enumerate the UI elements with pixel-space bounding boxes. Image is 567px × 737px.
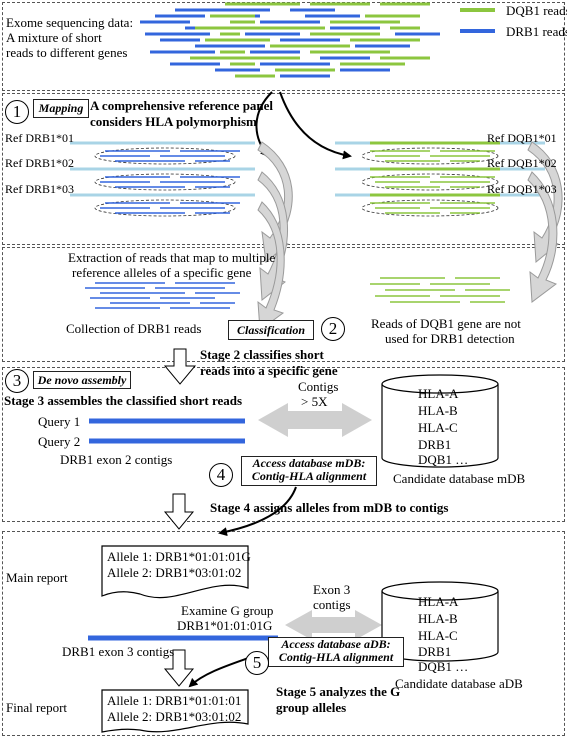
read-cluster — [94, 173, 236, 191]
stage5-caption-line-1: Stage 5 analyzes the G — [276, 684, 401, 699]
adb-item-drb1: DRB1 — [418, 644, 452, 659]
stage-2-circle: 2 — [321, 317, 345, 341]
examine-g-group-line-1: Examine G group — [181, 603, 274, 618]
access-adb-line-1: Access database aDB: — [281, 637, 391, 651]
adb-item-hla-c: HLA-C — [418, 628, 458, 643]
stage5-caption-line-2: group alleles — [276, 700, 347, 715]
ref-dqb1-03-label: Ref DQB1*03 — [487, 182, 557, 196]
stage-3-circle: 3 — [5, 369, 29, 393]
stage2-caption-line-2: reads into a specific gene — [200, 363, 338, 378]
adb-item-hla-b: HLA-B — [418, 611, 458, 626]
ref-drb1-03-label: Ref DRB1*03 — [5, 182, 74, 196]
ref-drb1-01-label: Ref DRB1*01 — [5, 131, 74, 145]
dqb1-unused-line-2: used for DRB1 detection — [385, 331, 515, 346]
mdb-item-dqb1: DQB1 … — [418, 452, 469, 467]
ref-dqb1-01-label: Ref DQB1*01 — [487, 131, 557, 145]
adb-item-dqb1: DQB1 … — [418, 659, 469, 674]
stage3-caption: Stage 3 assembles the classified short r… — [4, 393, 243, 408]
read-cluster — [361, 147, 499, 165]
exon2-contigs-label: DRB1 exon 2 contigs — [60, 452, 173, 467]
final-report-label: Final report — [6, 700, 68, 715]
down-arrow-stage2 — [163, 348, 197, 385]
stage-frame-reports — [2, 531, 565, 736]
final-report-doc — [101, 689, 249, 733]
down-arrow-stage4 — [163, 493, 195, 530]
adb-item-hla-a: HLA-A — [418, 594, 459, 609]
extraction-line-1: Extraction of reads that map to multiple — [68, 250, 276, 265]
final-report-allele-2: Allele 2: DRB1*03:01:02 — [107, 709, 242, 724]
mapping-caption-line-2: considers HLA polymorphism — [90, 114, 257, 129]
access-adb-line-2: Contig-HLA alignment — [278, 650, 394, 664]
intro-line-1: Exome sequencing data: — [6, 15, 134, 30]
query-1-label: Query 1 — [38, 414, 81, 429]
stage-5-circle: 5 — [245, 651, 269, 675]
intro-line-2: A mixture of short — [6, 30, 102, 45]
stage-1-circle: 1 — [5, 100, 29, 124]
mdb-item-hla-a: HLA-A — [418, 386, 459, 401]
read-cluster — [94, 199, 236, 217]
adb-name: Candidate database aDB — [395, 676, 523, 691]
collection-label: Collection of DRB1 reads — [66, 321, 202, 336]
stage2-caption-line-1: Stage 2 classifies short — [200, 347, 324, 362]
read-cluster — [94, 147, 236, 165]
ref-drb1-02-label: Ref DRB1*02 — [5, 156, 74, 170]
main-report-label: Main report — [6, 570, 68, 585]
ref-dqb1-02-label: Ref DQB1*02 — [487, 156, 557, 170]
mdb-name: Candidate database mDB — [393, 471, 526, 486]
mdb-item-hla-c: HLA-C — [418, 420, 458, 435]
de-novo-assembly-box: De novo assembly — [33, 371, 131, 389]
down-arrow-stage5 — [163, 649, 195, 687]
legend-lines — [460, 8, 495, 33]
stage4-curved-arrow — [218, 486, 297, 537]
access-adb-box: Access database aDB: Contig-HLA alignmen… — [268, 637, 404, 667]
final-report-allele-1: Allele 1: DRB1*01:01:01 — [107, 693, 242, 708]
mdb-item-hla-b: HLA-B — [418, 403, 458, 418]
read-cluster — [361, 199, 499, 217]
main-report-allele-1: Allele 1: DRB1*01:01:01G — [107, 549, 251, 564]
access-mdb-line-2: Contig-HLA alignment — [251, 469, 367, 483]
examine-g-group-line-2: DRB1*01:01:01G — [177, 618, 273, 633]
read-cluster — [361, 173, 499, 191]
query-2-label: Query 2 — [38, 434, 81, 449]
access-mdb-line-1: Access database mDB: — [252, 456, 366, 470]
ref-dqb1-alignments — [335, 141, 545, 217]
stage4-caption: Stage 4 assigns alleles from mDB to cont… — [210, 500, 449, 515]
gray-curved-arrows — [257, 141, 563, 331]
mdb-item-drb1: DRB1 — [418, 437, 452, 452]
mixed-reads — [140, 2, 440, 78]
legend-drb1-label: DRB1 reads — [506, 24, 567, 39]
ref-drb1-alignments — [70, 141, 255, 217]
contig-bars — [88, 418, 278, 641]
main-report-allele-2: Allele 2: DRB1*03:01:02 — [107, 565, 242, 580]
database-adb-cylinder — [381, 581, 499, 662]
extraction-line-2: reference alleles of a specific gene — [72, 265, 252, 280]
stage-frame-assembly — [2, 367, 565, 522]
contig-coverage-line-2: > 5X — [301, 394, 328, 409]
dqb1-unused-line-1: Reads of DQB1 gene are not — [371, 316, 521, 331]
mapping-box: Mapping — [33, 99, 89, 118]
collected-drb1-reads — [85, 282, 240, 309]
access-mdb-box: Access database mDB: Contig-HLA alignmen… — [241, 456, 377, 486]
exon3-arrow-line-2: contigs — [313, 597, 351, 612]
main-report-doc — [101, 545, 249, 599]
double-arrow-mdb — [258, 403, 372, 437]
classification-box: Classification — [228, 320, 314, 340]
mapping-caption-line-1: A comprehensive reference panel — [90, 98, 274, 113]
stage-4-circle: 4 — [209, 463, 233, 487]
exon3-contigs-label: DRB1 exon 3 contigs — [62, 644, 175, 659]
double-arrow-adb — [285, 610, 382, 640]
database-mdb-cylinder — [381, 374, 499, 468]
contig-coverage-line-1: Contigs — [298, 379, 339, 394]
legend-dqb1-label: DQB1 reads — [506, 3, 567, 18]
intro-line-3: reads to different genes — [6, 45, 128, 60]
exon3-arrow-line-1: Exon 3 — [313, 582, 351, 597]
dqb1-unused-reads — [370, 277, 510, 303]
